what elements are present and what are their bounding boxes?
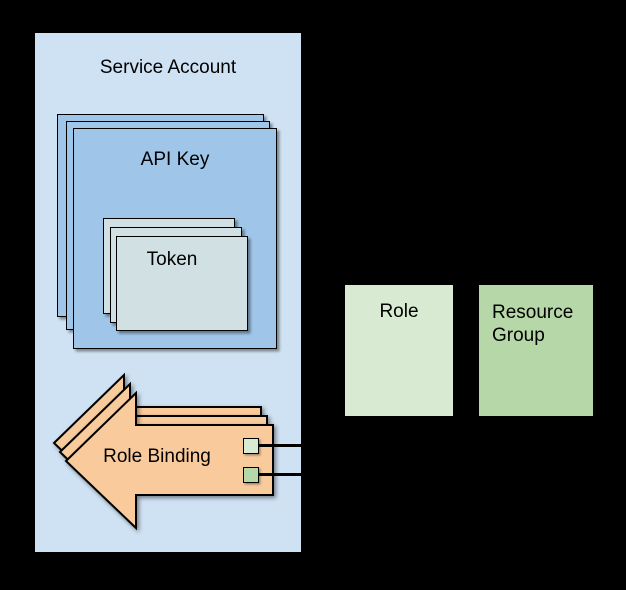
role-binding-arrow-front <box>64 390 274 531</box>
resource-group-label-text: Resource Group <box>492 302 574 346</box>
connector-line-role <box>258 444 388 447</box>
resource-group-box <box>479 285 593 416</box>
role-port-square <box>243 438 259 454</box>
resource-group-port-square <box>243 467 259 483</box>
role-binding-arrow-stack <box>52 372 274 531</box>
resource-group-label: Resource Group <box>479 301 593 347</box>
role-box <box>345 285 453 416</box>
token-layer-front <box>116 236 248 331</box>
token-label: Token <box>146 249 198 270</box>
api-key-label: API Key <box>140 149 210 170</box>
role-label: Role <box>379 301 419 322</box>
connector-line-resource-group <box>258 473 388 476</box>
service-account-label: Service Account <box>99 57 237 78</box>
role-binding-label: Role Binding <box>103 446 211 467</box>
